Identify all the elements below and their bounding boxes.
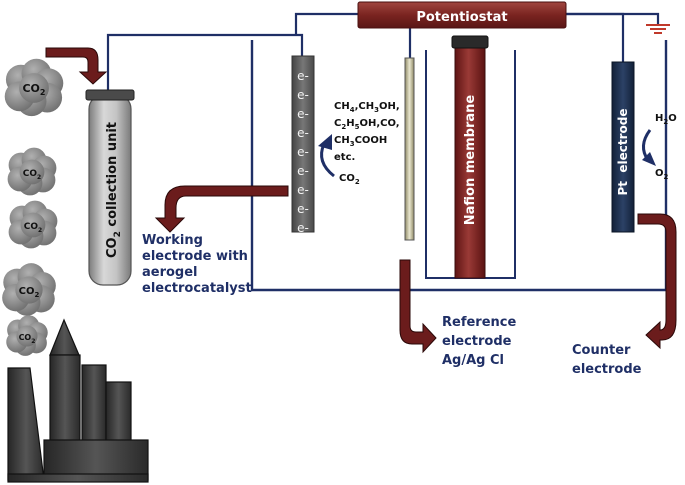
wire-to-collection-unit: [106, 33, 304, 90]
electron-label: e-: [297, 88, 309, 102]
potentiostat: Potentiostat: [357, 1, 567, 29]
co2-cloud: CO2: [2, 263, 56, 316]
co2-collection-unit: CO2 collection unit: [85, 89, 135, 286]
co2-cloud: CO2: [7, 147, 57, 196]
co2-cloud-label: CO2: [22, 82, 45, 97]
pt-counter-electrode: Pt electrode: [611, 61, 635, 233]
counter-caption-arrow-icon: [637, 213, 677, 350]
reference-electrode: [404, 57, 415, 241]
factory-icon: [7, 318, 149, 483]
collection-unit-label: CO2 collection unit: [105, 122, 123, 258]
reduction-arrow-icon: [320, 143, 335, 178]
electron-label: e-: [297, 183, 309, 197]
electron-label: e-: [297, 69, 309, 83]
co2-cloud: CO2: [4, 58, 64, 117]
reactant-co2: CO2: [339, 173, 360, 186]
co2-cloud-label: CO2: [19, 333, 36, 345]
co2-cloud-label: CO2: [23, 169, 41, 181]
working-electrode: e-e-e-e-e-e-e-e-e-: [291, 55, 315, 235]
circuit-wires: [106, 12, 660, 90]
oxygen-product: O2: [655, 168, 669, 181]
co2-cloud: CO2: [8, 200, 58, 249]
oxidation-arrowhead-icon: [642, 152, 656, 166]
water-reactant: H2O: [655, 113, 677, 126]
nafion-membrane: Nafion membrane: [451, 35, 489, 279]
electron-label: e-: [297, 145, 309, 159]
potentiostat-label: Potentiostat: [416, 10, 507, 25]
ground-icon: [646, 24, 670, 34]
pt-electrode-label: Pt electrode: [616, 108, 630, 195]
electron-label: e-: [297, 107, 309, 121]
working-caption-arrow-icon: [154, 185, 289, 233]
reduction-arrowhead-icon: [318, 134, 332, 150]
co2-cloud-label: CO2: [19, 286, 40, 299]
reference-caption-arrow-icon: [399, 259, 437, 354]
electron-label: e-: [297, 221, 309, 235]
co2-cloud-label: CO2: [24, 222, 42, 234]
electron-label: e-: [297, 126, 309, 140]
electron-labels: e-e-e-e-e-e-e-e-e-: [297, 69, 309, 235]
co2-cloud: CO2: [6, 315, 48, 356]
wire-ground: [566, 12, 660, 24]
electron-label: e-: [297, 202, 309, 216]
membrane-label: Nafion membrane: [463, 95, 478, 226]
co2-inflow-arrow-icon: [45, 47, 108, 85]
wire-potentiostat-to-working: [294, 12, 358, 35]
wire-counter: [566, 12, 625, 62]
electron-label: e-: [297, 164, 309, 178]
